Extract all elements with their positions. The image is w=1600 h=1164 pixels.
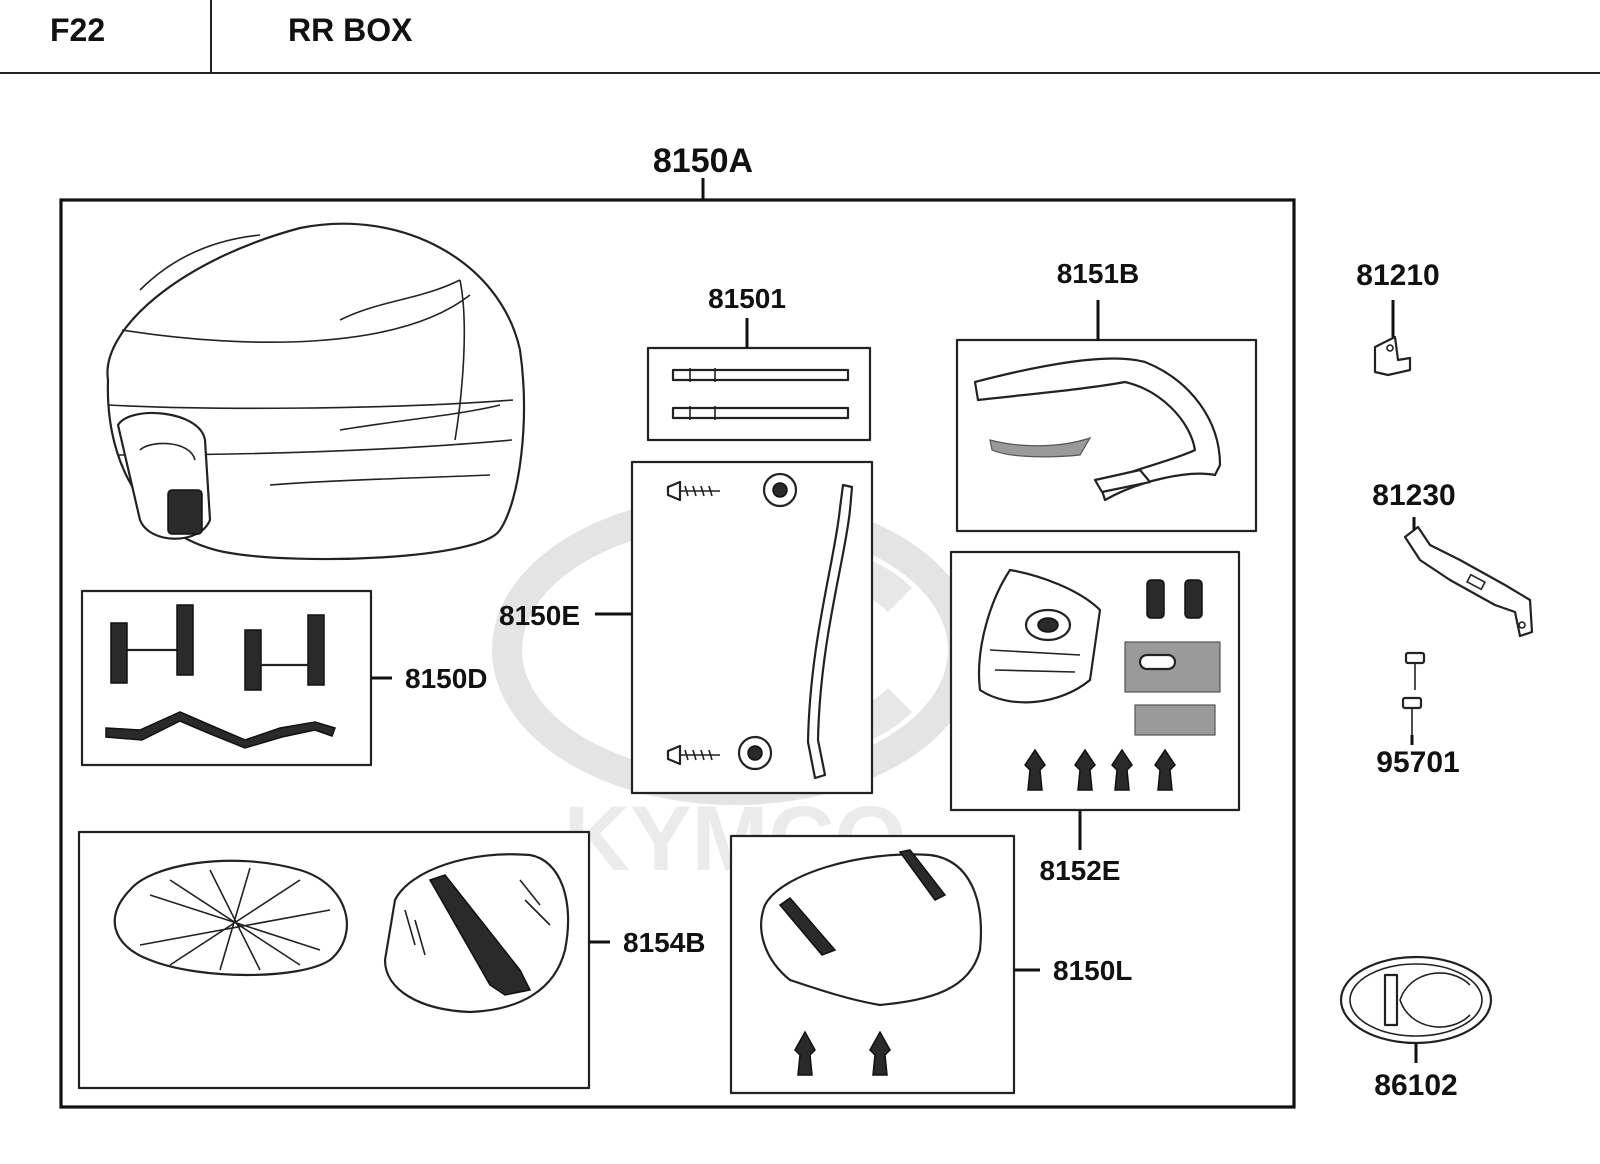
part-81501-strips xyxy=(646,346,872,442)
rear-box-drawing xyxy=(106,222,526,561)
section-code: F22 xyxy=(50,12,106,48)
label-8152E: 8152E xyxy=(1040,855,1121,886)
part-86102-emblem xyxy=(1339,955,1493,1045)
label-8150A: 8150A xyxy=(653,142,753,180)
part-8151B-panel xyxy=(955,338,1258,533)
label-8150E: 8150E xyxy=(499,600,580,631)
part-8150D-brackets xyxy=(80,589,373,767)
page-header: F22 RR BOX xyxy=(0,0,1600,74)
label-8150L: 8150L xyxy=(1053,955,1132,986)
label-95701: 95701 xyxy=(1376,746,1459,779)
label-8151B: 8151B xyxy=(1057,258,1140,289)
label-86102: 86102 xyxy=(1374,1069,1457,1102)
part-81210-bracket xyxy=(1373,335,1412,377)
part-95701-bolts xyxy=(1401,651,1426,735)
part-8152E-lock-set xyxy=(949,550,1241,812)
label-81230: 81230 xyxy=(1372,479,1455,512)
kit-8150A-boundary xyxy=(59,198,1296,1109)
part-81230-bracket xyxy=(1403,525,1534,638)
part-8154B-base xyxy=(77,830,591,1090)
label-8154B: 8154B xyxy=(623,927,706,958)
header-divider xyxy=(210,0,212,74)
label-81501: 81501 xyxy=(708,283,786,314)
label-81210: 81210 xyxy=(1356,259,1439,292)
part-8150E-hardware xyxy=(630,460,874,795)
part-8150L-cover xyxy=(729,834,1016,1095)
section-title: RR BOX xyxy=(288,12,413,48)
label-8150D: 8150D xyxy=(405,663,488,694)
